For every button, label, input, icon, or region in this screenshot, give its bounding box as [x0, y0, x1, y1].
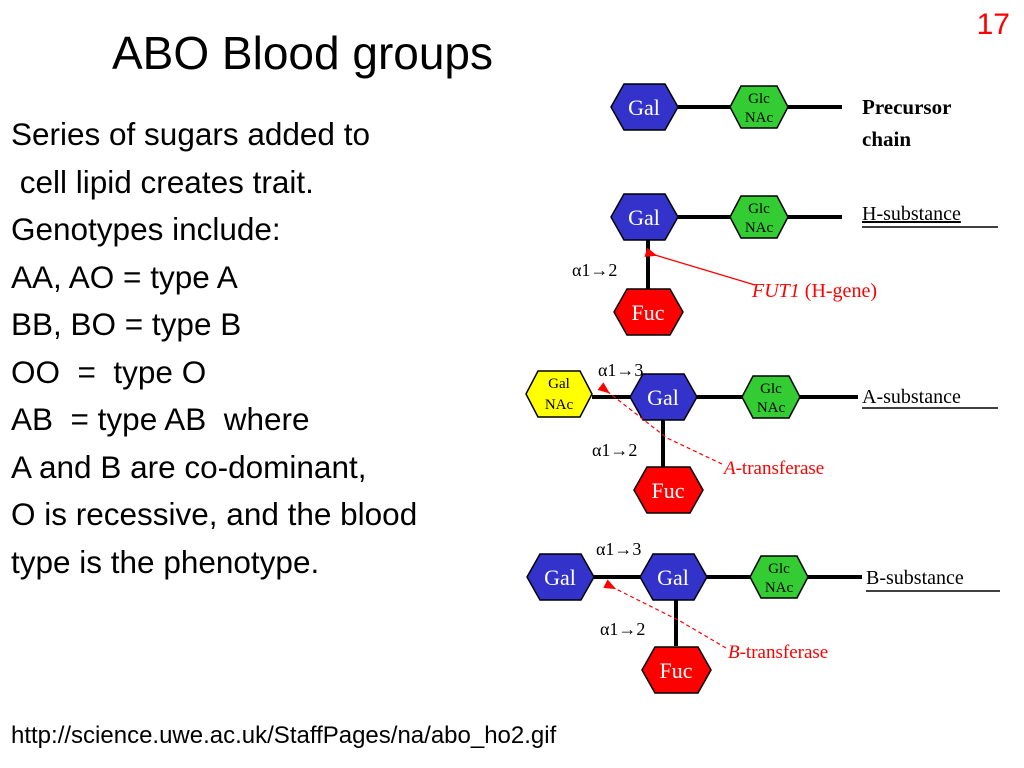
fuc-label: Fuc [660, 658, 693, 683]
body-line: BB, BO = type B [11, 306, 242, 342]
glcnac-label-1: Glc [768, 561, 790, 577]
gal-hexagon [610, 193, 679, 241]
glcnac-label-1: Glc [760, 381, 782, 397]
gal-label: Gal [647, 385, 679, 410]
glcnac-label-2: NAc [765, 580, 794, 596]
glcnac-hexagon [749, 555, 809, 599]
b-transferase-label: B-transferase [728, 642, 828, 663]
body-line: OO = type O [11, 353, 207, 390]
a-substance: Gal NAc Gal Glc NAc Fuc α1→3 α1→2 A-subs… [525, 360, 998, 514]
gal-label: Gal [628, 95, 660, 120]
gal-label: Gal [628, 205, 660, 230]
glcnac-label-1: Glc [748, 201, 770, 217]
body-text: Series of sugars added to cell lipid cre… [11, 111, 417, 586]
abo-antigen-diagram: Gal Glc NAc Precursor chain Gal Glc NAc … [525, 83, 1000, 694]
body-line: cell lipid creates trait. [11, 163, 314, 200]
b-substance-label: B-substance [866, 567, 964, 589]
glcnac-label-2: NAc [757, 400, 786, 416]
linkage-a1-2: α1→2 [592, 440, 637, 460]
b-substance: Gal Gal Glc NAc Fuc α1→3 α1→2 B-substanc… [526, 539, 1000, 694]
glcnac-hexagon [729, 195, 789, 239]
gal-hexagon [526, 553, 595, 601]
linkage-a1-2: α1→2 [572, 260, 617, 280]
linkage-a1-3: α1→3 [598, 360, 643, 380]
h-substance: Gal Glc NAc Fuc α1→2 H-substance FUT1 (H… [572, 193, 998, 336]
glcnac-hexagon [741, 375, 801, 419]
linkage-a1-2: α1→2 [600, 619, 645, 639]
precursor-label-2: chain [862, 127, 911, 151]
precursor-chain: Gal Glc NAc Precursor chain [610, 83, 951, 151]
fuc-hexagon [633, 466, 704, 514]
gal-hexagon [629, 373, 698, 421]
fuc-hexagon [613, 288, 684, 336]
glcnac-label-2: NAc [745, 110, 774, 126]
gal-hexagon [610, 83, 679, 131]
galnac-label-1: Gal [548, 376, 570, 392]
fuc-hexagon [641, 646, 712, 694]
h-substance-label: H-substance [862, 203, 961, 225]
linkage-a1-3: α1→3 [596, 539, 641, 559]
body-line: AA, AO = type A [11, 258, 238, 295]
body-line: O is recessive, and the blood [11, 496, 418, 532]
glcnac-hexagon [729, 85, 789, 129]
galnac-label-2: NAc [545, 397, 574, 413]
a-substance-label: A-substance [862, 386, 961, 408]
body-line: A and B are co-dominant, [11, 448, 367, 485]
source-url[interactable]: http://science.uwe.ac.uk/StaffPages/na/a… [11, 722, 557, 749]
glcnac-label-2: NAc [745, 220, 774, 236]
precursor-label-1: Precursor [862, 95, 951, 119]
fuc-label: Fuc [632, 300, 665, 325]
slide-title: ABO Blood groups [112, 27, 494, 79]
fuc-label: Fuc [652, 478, 685, 503]
fut1-enzyme-label: FUT1 (H-gene) [751, 280, 877, 302]
glcnac-label-1: Glc [748, 91, 770, 107]
body-line: AB = type AB where [11, 401, 310, 437]
gal-hexagon [639, 553, 708, 601]
galnac-hexagon [525, 370, 593, 418]
a-transferase-label: A-transferase [722, 458, 824, 479]
body-line: type is the phenotype. [11, 543, 320, 580]
body-line: Series of sugars added to [11, 116, 370, 152]
gal-label: Gal [657, 565, 689, 590]
body-line: Genotypes include: [11, 211, 281, 247]
gal-label: Gal [544, 565, 576, 590]
slide-number: 17 [976, 8, 1010, 41]
